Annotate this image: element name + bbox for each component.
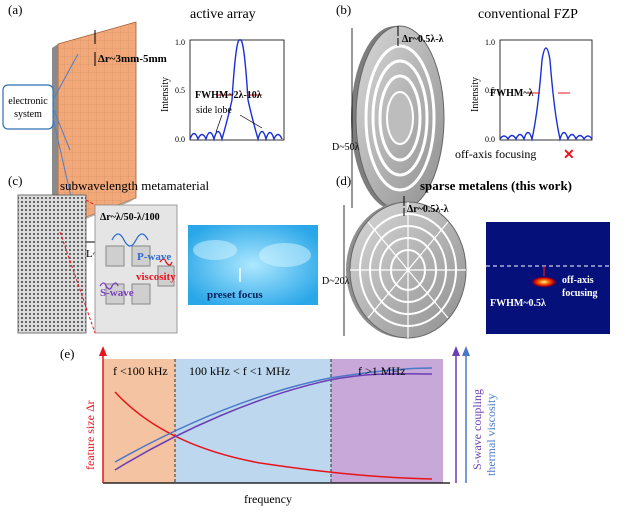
sidelobe-pointer-2 [239,114,263,129]
metamaterial-slab [17,194,87,334]
panel-e-left-axis: feature size Δr [83,400,97,470]
electronic-system-box [2,84,54,130]
fzp-lens [351,25,445,211]
fzp-center [386,91,414,145]
pwave-wave [111,233,149,247]
fzp-zone-2 [371,59,429,177]
panel-e: (e) f <100 kHz 100 kHz < f <1 MHz f >1 M… [60,346,498,506]
cell-1 [105,245,125,267]
panel-c-focus: preset focus [207,289,263,301]
panel-e-r2: 100 kHz < f <1 MHz [189,364,290,378]
system-link-1 [52,53,79,101]
panel-e-xlabel: frequency [244,492,292,506]
viscosity-wave [159,258,173,266]
fzp-zone-3 [378,74,422,162]
zoom-line-top [85,199,96,206]
panel-d-fwhm: FWHM~0.5λ [490,298,546,309]
panel-d-label: (d) [336,173,351,188]
panel-c-title: subwavelength metamaterial [60,178,209,193]
panel-a-title: active array [190,7,256,22]
panel-d: (d) sparse metalens (this work) Δr~0.5λ-… [322,173,610,339]
right-axis-viscosity-arrowhead [462,346,470,356]
plot-a-tick-1: 1.0 [175,38,185,47]
panel-b: (b) conventional FZP Δr~0.5λ-λ D~50λ 1.0… [332,2,593,211]
panel-a-label: (a) [8,2,22,17]
panel-b-fwhm: FWHM~λ [490,88,534,99]
active-array-grid [58,22,136,228]
metalens-spoke-4 [367,221,449,319]
region-low [103,359,175,483]
panel-c-swave: S-wave [100,287,134,299]
cross-icon: ✕ [563,148,575,163]
focal-spot [530,276,558,288]
panel-e-label: (e) [60,346,74,361]
panel-d-dr: Δr~0.5λ-λ [407,204,449,215]
plot-a-tick-2: 0.5 [175,86,185,95]
field-blob-1 [193,240,237,260]
plot-b-frame [499,39,593,141]
left-axis-arrowhead [99,346,107,356]
plot-a-tick-3: 0.0 [175,135,185,144]
plot-b-ylabel: Intensity [470,77,481,112]
plot-b-curve [499,47,593,142]
curve-swave [114,373,433,471]
panel-a-sidelobe: side lobe [196,105,232,116]
panel-c: (c) subwavelength metamaterial Δr~λ/50-λ… [8,173,318,334]
plot-b-tick-1: 1.0 [485,38,495,47]
panel-d-title: sparse metalens (this work) [420,178,572,193]
sparse-metalens [346,201,467,339]
panel-c-viscosity: viscosity [136,271,176,283]
plot-a-curve [189,39,283,142]
cell-2 [131,245,151,267]
panel-e-r3: f >1 MHz [358,364,405,378]
panel-a-dr: Δr~3mm-5mm [98,53,167,65]
sidelobe-pointer-1 [215,114,223,133]
swave-wave [99,282,119,290]
panel-b-title: conventional FZP [478,7,578,22]
zoom-line-bottom [59,231,96,334]
panel-a-fwhm: FWHM~2λ-10λ [195,90,262,101]
electronic-system-label-2: system [14,109,42,120]
plot-b-tick-3: 0.0 [485,135,495,144]
panel-c-dr: Δr~λ/50-λ/100 [100,212,160,223]
panel-d-offaxis-1: off-axis [562,275,594,286]
panel-c-pwave: P-wave [137,251,171,263]
fzp-zone-1 [364,44,436,192]
panel-b-offaxis: off-axis focusing [455,147,536,161]
panel-e-r1: f <100 kHz [113,364,168,378]
plot-a-ylabel: Intensity [160,77,171,112]
panel-d-size: D~20λ [322,276,350,287]
electronic-system-label-1: electronic [8,96,48,107]
region-high [331,359,443,483]
curve-feature-size [114,391,433,480]
plot-a-frame [189,39,285,141]
cell-5 [157,265,175,287]
system-link-2 [52,107,71,151]
cell-4 [131,283,151,305]
panel-d-offaxis-2: focusing [562,288,598,299]
right-axis-swave-arrowhead [452,346,460,356]
panel-e-right1: S-wave coupling [470,389,484,470]
panel-b-size: D~50λ [332,142,360,153]
panel-e-right2: thermal viscosity [484,394,498,476]
panel-c-label: (c) [8,173,22,188]
plot-b-tick-2: 0.5 [485,86,495,95]
curve-viscosity [114,367,433,463]
panel-b-dr: Δr~0.5λ-λ [402,34,444,45]
panel-b-label: (b) [336,2,351,17]
field-blob-2 [259,243,311,267]
